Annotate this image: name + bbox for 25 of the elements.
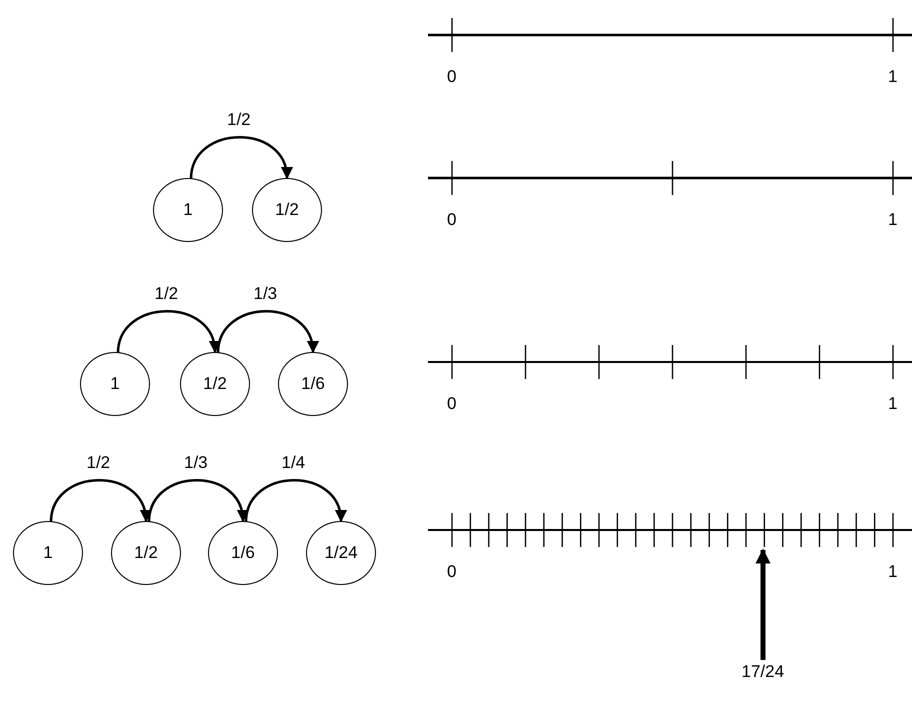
arrow [756, 548, 770, 660]
value-circle: 1/2 [252, 178, 322, 242]
arrow [50, 479, 151, 522]
tick-label: 0 [447, 67, 456, 87]
value-circle: 1 [80, 352, 150, 416]
fraction-label: 17/24 [742, 662, 784, 682]
tick-label: 1 [888, 562, 898, 582]
value-circle: 1/6 [278, 352, 348, 416]
arrow [148, 479, 248, 522]
tick-label: 0 [447, 394, 456, 414]
arrow [216, 310, 318, 354]
arrow [116, 310, 220, 354]
value-circle: 1 [13, 521, 83, 585]
tick-label: 0 [447, 562, 456, 582]
arrow [190, 136, 292, 180]
value-circle: 1/6 [208, 521, 278, 585]
value-circle: 1/24 [306, 521, 376, 585]
tick-label: 0 [447, 210, 456, 230]
arrow [244, 479, 346, 522]
tick-label: 1 [888, 210, 898, 230]
value-circle: 1/2 [111, 521, 181, 585]
tick-label: 1 [888, 394, 898, 414]
value-circle: 1 [153, 178, 223, 242]
tick-label: 1 [888, 67, 898, 87]
value-circle: 1/2 [180, 352, 250, 416]
